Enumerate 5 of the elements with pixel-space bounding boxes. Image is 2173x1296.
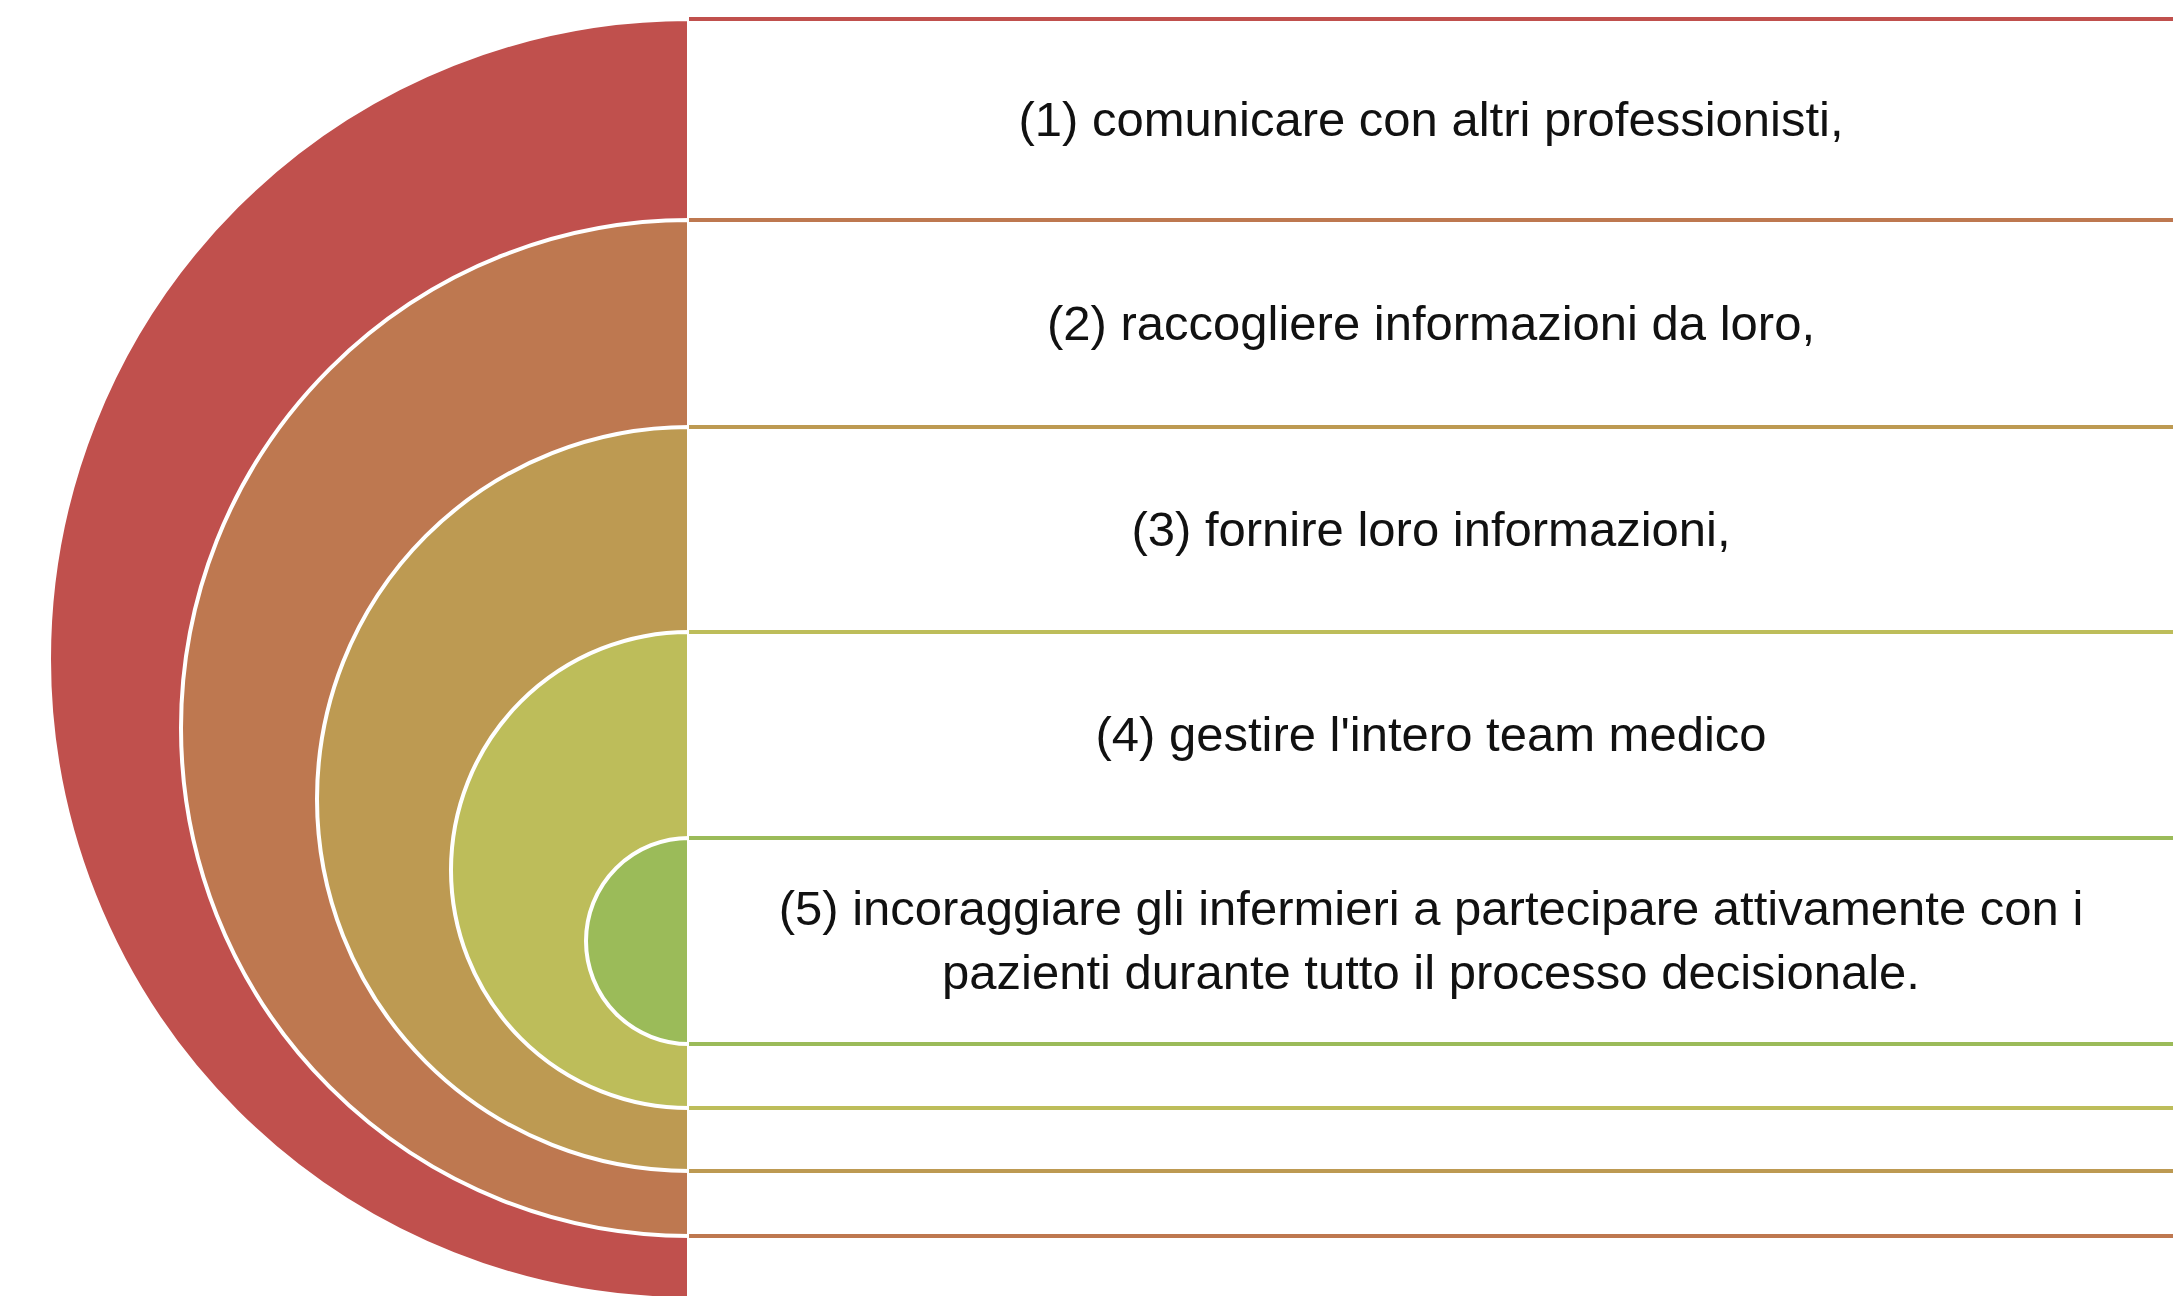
list-item-text: (4) gestire l'intero team medico bbox=[1095, 706, 1767, 764]
list-item-text: (3) fornire loro informazioni, bbox=[1131, 500, 1731, 558]
list-item-text: (1) comunicare con altri professionisti, bbox=[1018, 90, 1844, 148]
list-item-text: (5) incoraggiare gli infermieri a partecipare attivamente con i pazienti durante tutto il processo decisionale. bbox=[777, 880, 2085, 1001]
list-item-text: (2) raccogliere informazioni da loro, bbox=[1047, 294, 1815, 352]
